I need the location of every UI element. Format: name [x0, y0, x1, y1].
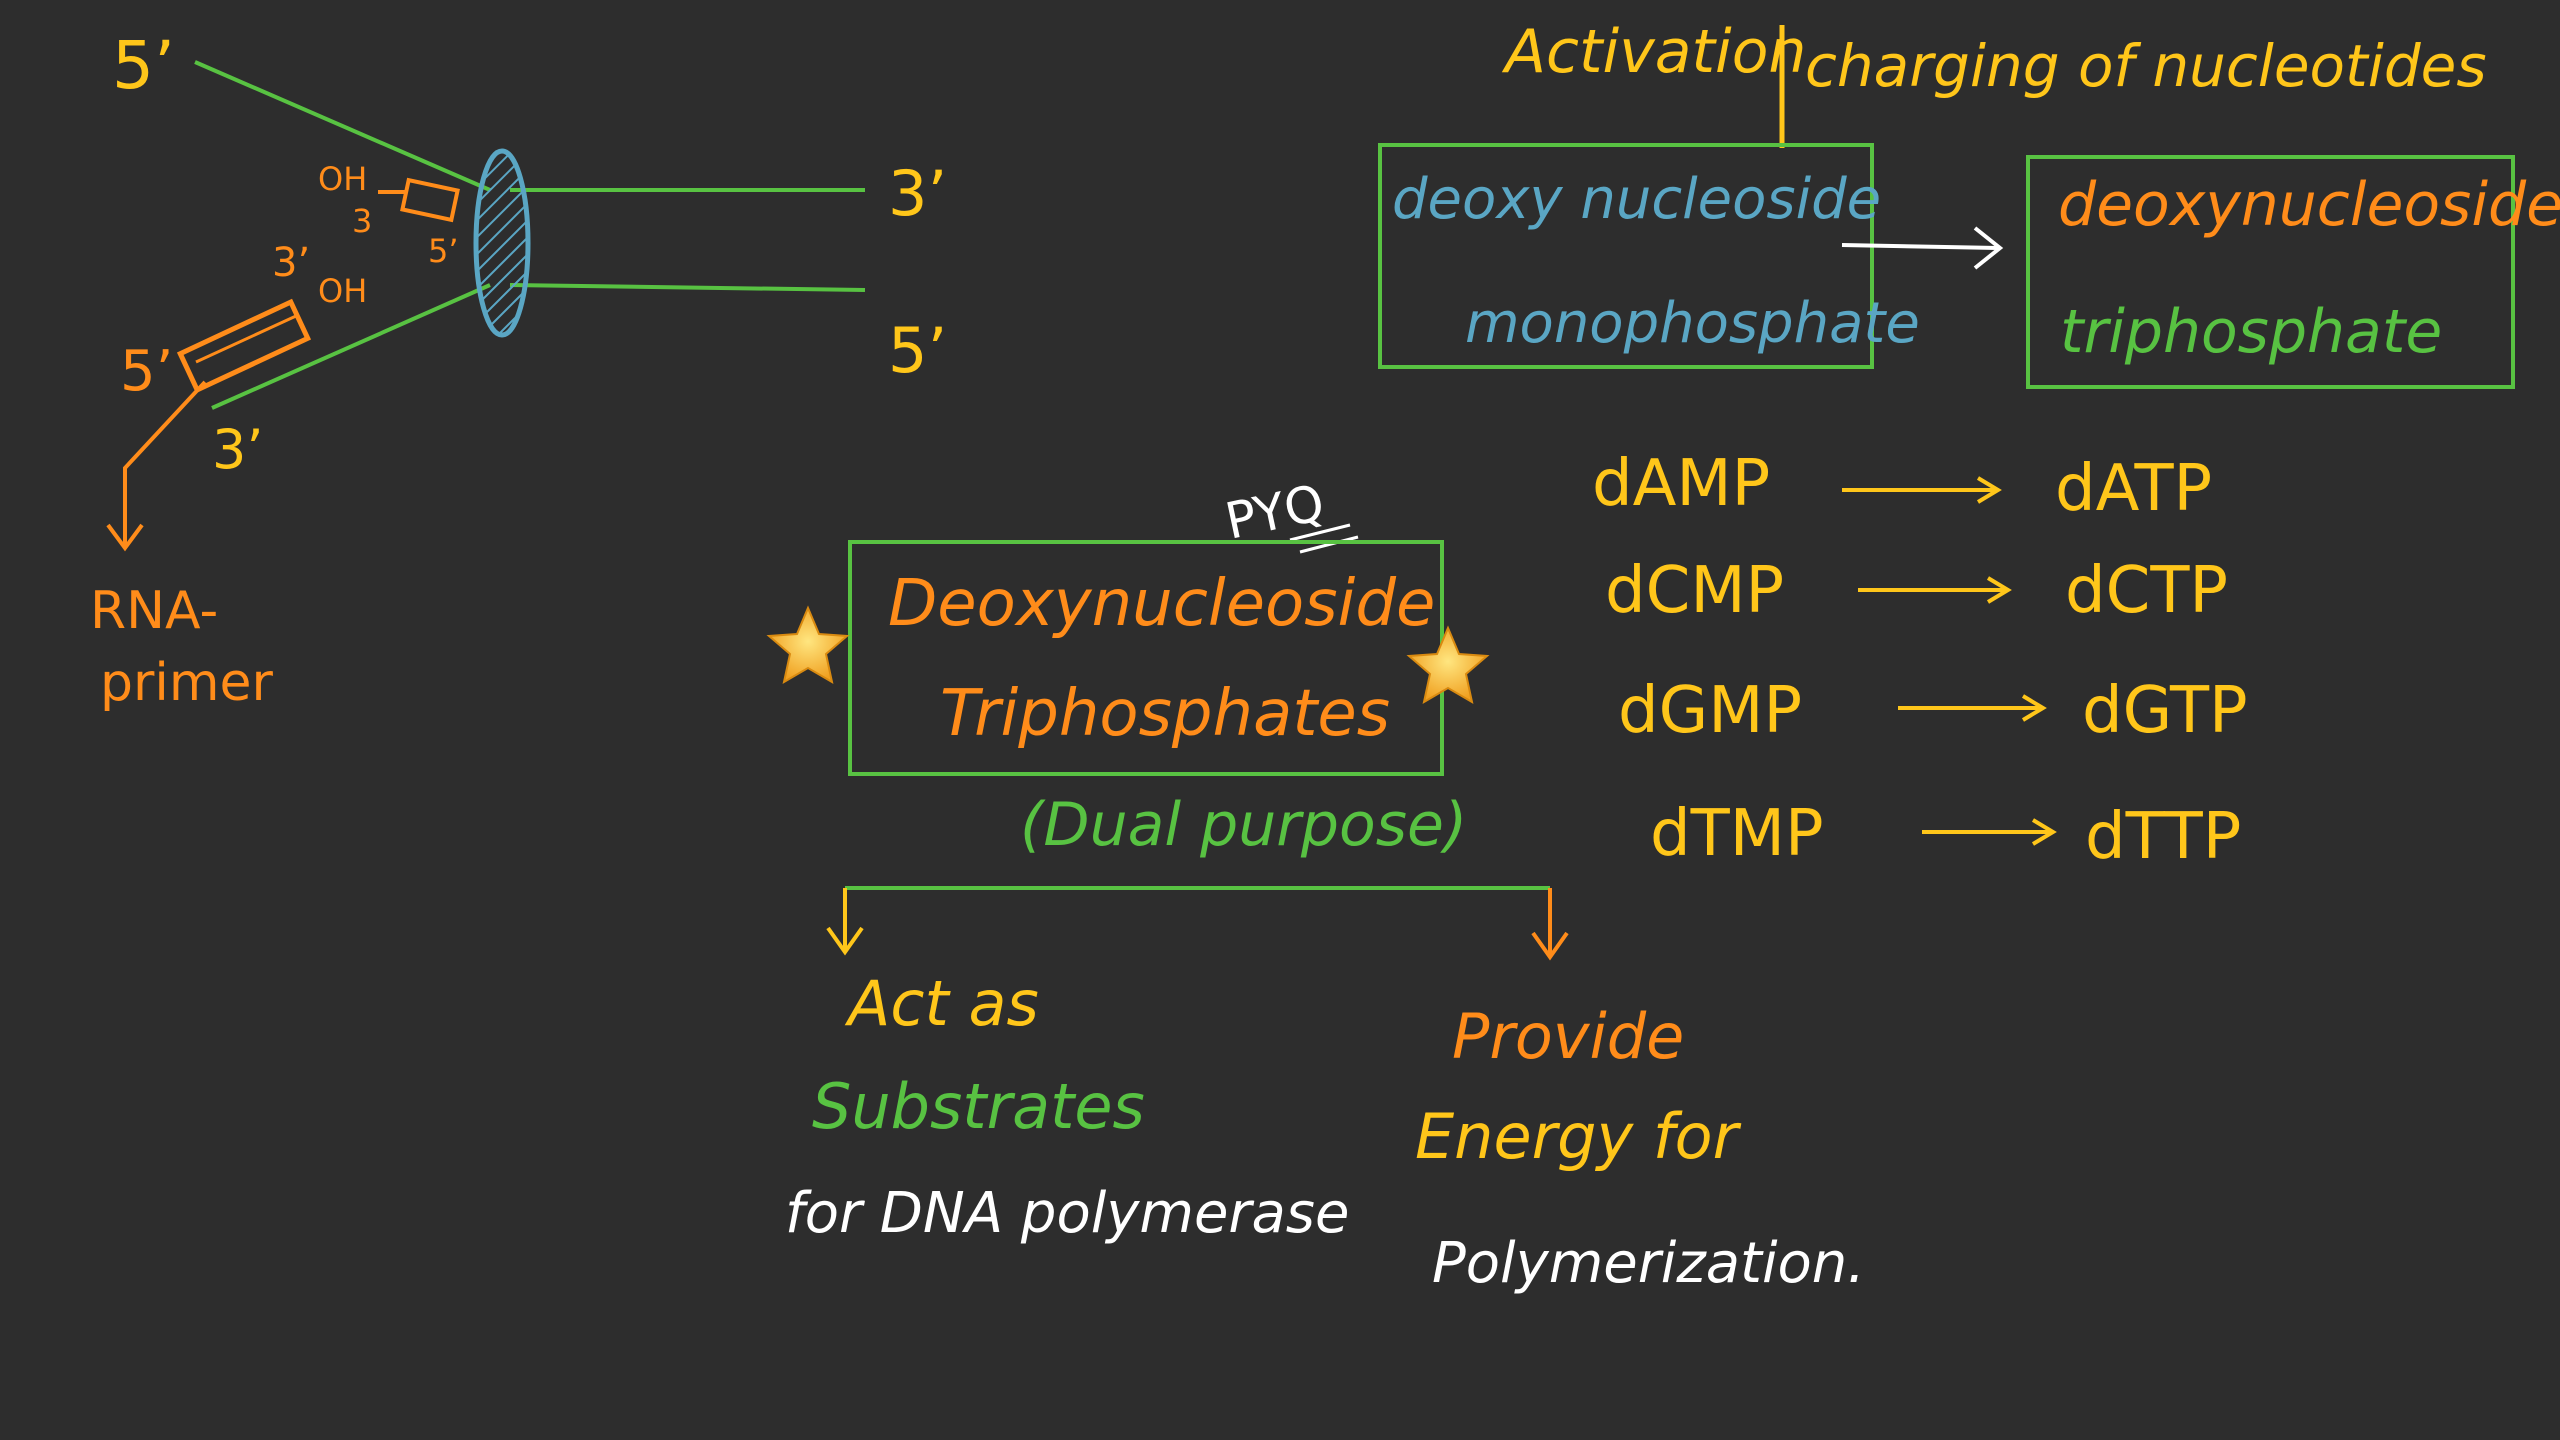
- right-branch-line3: Polymerization.: [1432, 1231, 1865, 1296]
- triphosphate-box: [2026, 155, 2515, 389]
- branch-left-arrowhead: [826, 926, 864, 956]
- conversion-to: dGTP: [2082, 674, 2248, 748]
- label-bottom-right-5prime: 5’: [888, 314, 947, 387]
- conversion-from: dAMP: [1592, 447, 1770, 521]
- monophosphate-box: [1378, 143, 1874, 369]
- conversion-row: dCMP dCTP: [1605, 554, 2228, 628]
- replication-fork-diagram: 5’ 3’ 5’ OH 3 5’ 3’ OH 5’ 3’ RNA- primer: [90, 27, 947, 713]
- dntp-section: PYQ Deoxynucleoside Triphosphates (Dual …: [766, 473, 1865, 1296]
- right-branch-line2: Energy for: [1415, 1100, 1742, 1173]
- conversion-list: dAMP dATP dCMP dCTP dGMP dGTP dTMP dTTP: [1592, 447, 2248, 874]
- label-3prime-bottom-small: 3’: [272, 240, 310, 286]
- parent-strand-top: [194, 60, 491, 192]
- activation-section: Activation charging of nucleotides deoxy…: [1378, 17, 2560, 389]
- activation-arrow-head: [1973, 226, 2004, 270]
- label-oh-top: OH: [318, 160, 367, 198]
- conversion-to: dTTP: [2085, 800, 2241, 874]
- box-left-line1: deoxy nucleoside: [1392, 167, 1881, 232]
- conversion-row: dAMP dATP: [1592, 447, 2212, 526]
- branch-right-arrowhead: [1531, 931, 1569, 961]
- conversion-from: dTMP: [1650, 797, 1824, 871]
- star-icon: [1406, 625, 1490, 705]
- rna-primer-inner-line: [195, 314, 297, 364]
- conversion-from: dCMP: [1605, 554, 1784, 628]
- small-primer-box: [400, 177, 460, 223]
- dual-purpose-label: (Dual purpose): [1020, 790, 1467, 860]
- parent-strand-right-bottom: [509, 283, 866, 292]
- rna-primer-label-line1: RNA-: [90, 581, 218, 641]
- activation-heading-left: Activation: [1501, 17, 1806, 87]
- left-branch-line2: Substrates: [812, 1070, 1145, 1143]
- pyq-label: PYQ: [1220, 473, 1329, 550]
- label-3-top: 3: [352, 202, 372, 240]
- conversion-from: dGMP: [1618, 674, 1802, 748]
- conversion-row: dGMP dGTP: [1618, 674, 2248, 748]
- rna-primer-label-line2: primer: [100, 653, 273, 713]
- conversion-to: dATP: [2055, 452, 2212, 526]
- label-top-right-3prime: 3’: [888, 157, 947, 230]
- rna-primer-box: [176, 298, 312, 394]
- rna-primer-pointer: [123, 380, 207, 545]
- activation-arrow-shaft: [1841, 243, 1999, 250]
- conversion-row: dTMP dTTP: [1650, 797, 2241, 874]
- label-5prime-small: 5’: [428, 232, 459, 270]
- label-bottom-3prime: 3’: [212, 418, 264, 481]
- right-branch-line1: Provide: [1452, 1000, 1684, 1073]
- dntp-line1: Deoxynucleoside: [888, 567, 1435, 641]
- label-top-left-5prime: 5’: [112, 27, 175, 104]
- conversion-to: dCTP: [2065, 554, 2228, 628]
- dntp-line2: Triphosphates: [940, 677, 1390, 751]
- box-right-line1: deoxynucleoside: [2058, 170, 2560, 240]
- conversion-arrowhead: [1976, 476, 2002, 504]
- conversion-arrowhead: [2021, 694, 2047, 722]
- box-right-line2: triphosphate: [2060, 297, 2442, 367]
- rna-primer-arrowhead: [106, 523, 144, 552]
- label-left-5prime: 5’: [120, 339, 173, 404]
- pyq-underline-1: [1289, 523, 1351, 542]
- conversion-arrowhead: [2031, 818, 2057, 846]
- left-branch-line3: for DNA polymerase: [785, 1181, 1349, 1246]
- activation-heading-right: charging of nucleotides: [1805, 32, 2487, 100]
- left-branch-line1: Act as: [844, 967, 1039, 1040]
- label-oh-bottom: OH: [318, 272, 367, 310]
- conversion-arrowhead: [1986, 576, 2012, 604]
- helicase-ellipse: [473, 148, 531, 338]
- pyq-underline-2: [1299, 535, 1359, 554]
- star-icon: [766, 605, 850, 685]
- lagging-strand: [211, 283, 491, 410]
- box-left-line2: monophosphate: [1465, 291, 1920, 356]
